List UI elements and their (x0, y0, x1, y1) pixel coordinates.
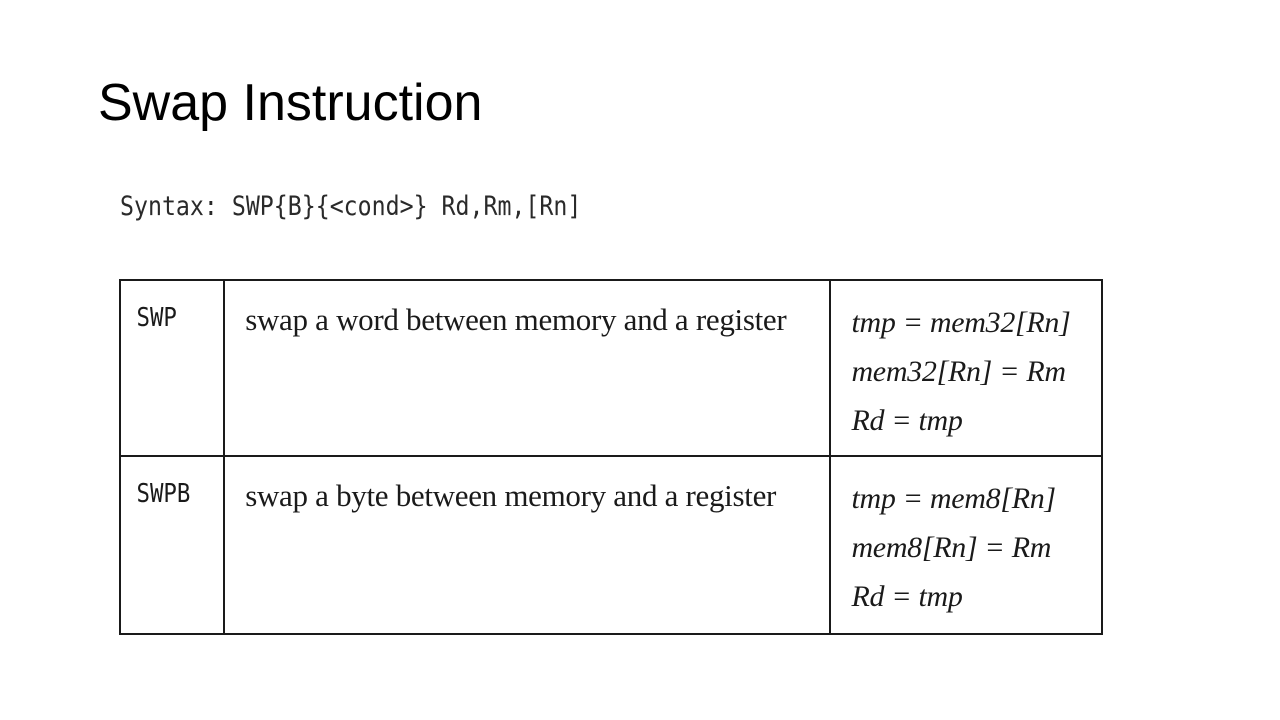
operation-line: Rd = tmp (851, 404, 963, 437)
mnemonic-cell: SWPB (118, 455, 226, 635)
table-row: SWPB swap a byte between memory and a re… (118, 455, 1103, 635)
syntax-line: Syntax: SWP{B}{<cond>} Rd,Rm,[Rn] (120, 191, 582, 222)
description: swap a byte between memory and a registe… (245, 478, 777, 513)
operation-line: tmp = mem32[Rn] (851, 306, 1071, 339)
mnemonic-cell: SWP (118, 279, 226, 457)
mnemonic: SWP (136, 303, 177, 333)
operation-line: mem8[Rn] = Rm (851, 531, 1052, 564)
instruction-table: SWP swap a word between memory and a reg… (118, 279, 1103, 635)
operation-line: tmp = mem8[Rn] (851, 482, 1056, 515)
operation-cell: tmp = mem8[Rn] mem8[Rn] = Rm Rd = tmp (829, 455, 1103, 635)
mnemonic: SWPB (136, 479, 191, 509)
table-row: SWP swap a word between memory and a reg… (118, 279, 1103, 457)
description: swap a word between memory and a registe… (245, 302, 787, 337)
operation-cell: tmp = mem32[Rn] mem32[Rn] = Rm Rd = tmp (829, 279, 1103, 457)
operation-line: Rd = tmp (851, 580, 963, 613)
slide-title: Swap Instruction (98, 74, 483, 132)
description-cell: swap a word between memory and a registe… (223, 279, 832, 457)
description-cell: swap a byte between memory and a registe… (223, 455, 832, 635)
operation-line: mem32[Rn] = Rm (851, 355, 1066, 388)
